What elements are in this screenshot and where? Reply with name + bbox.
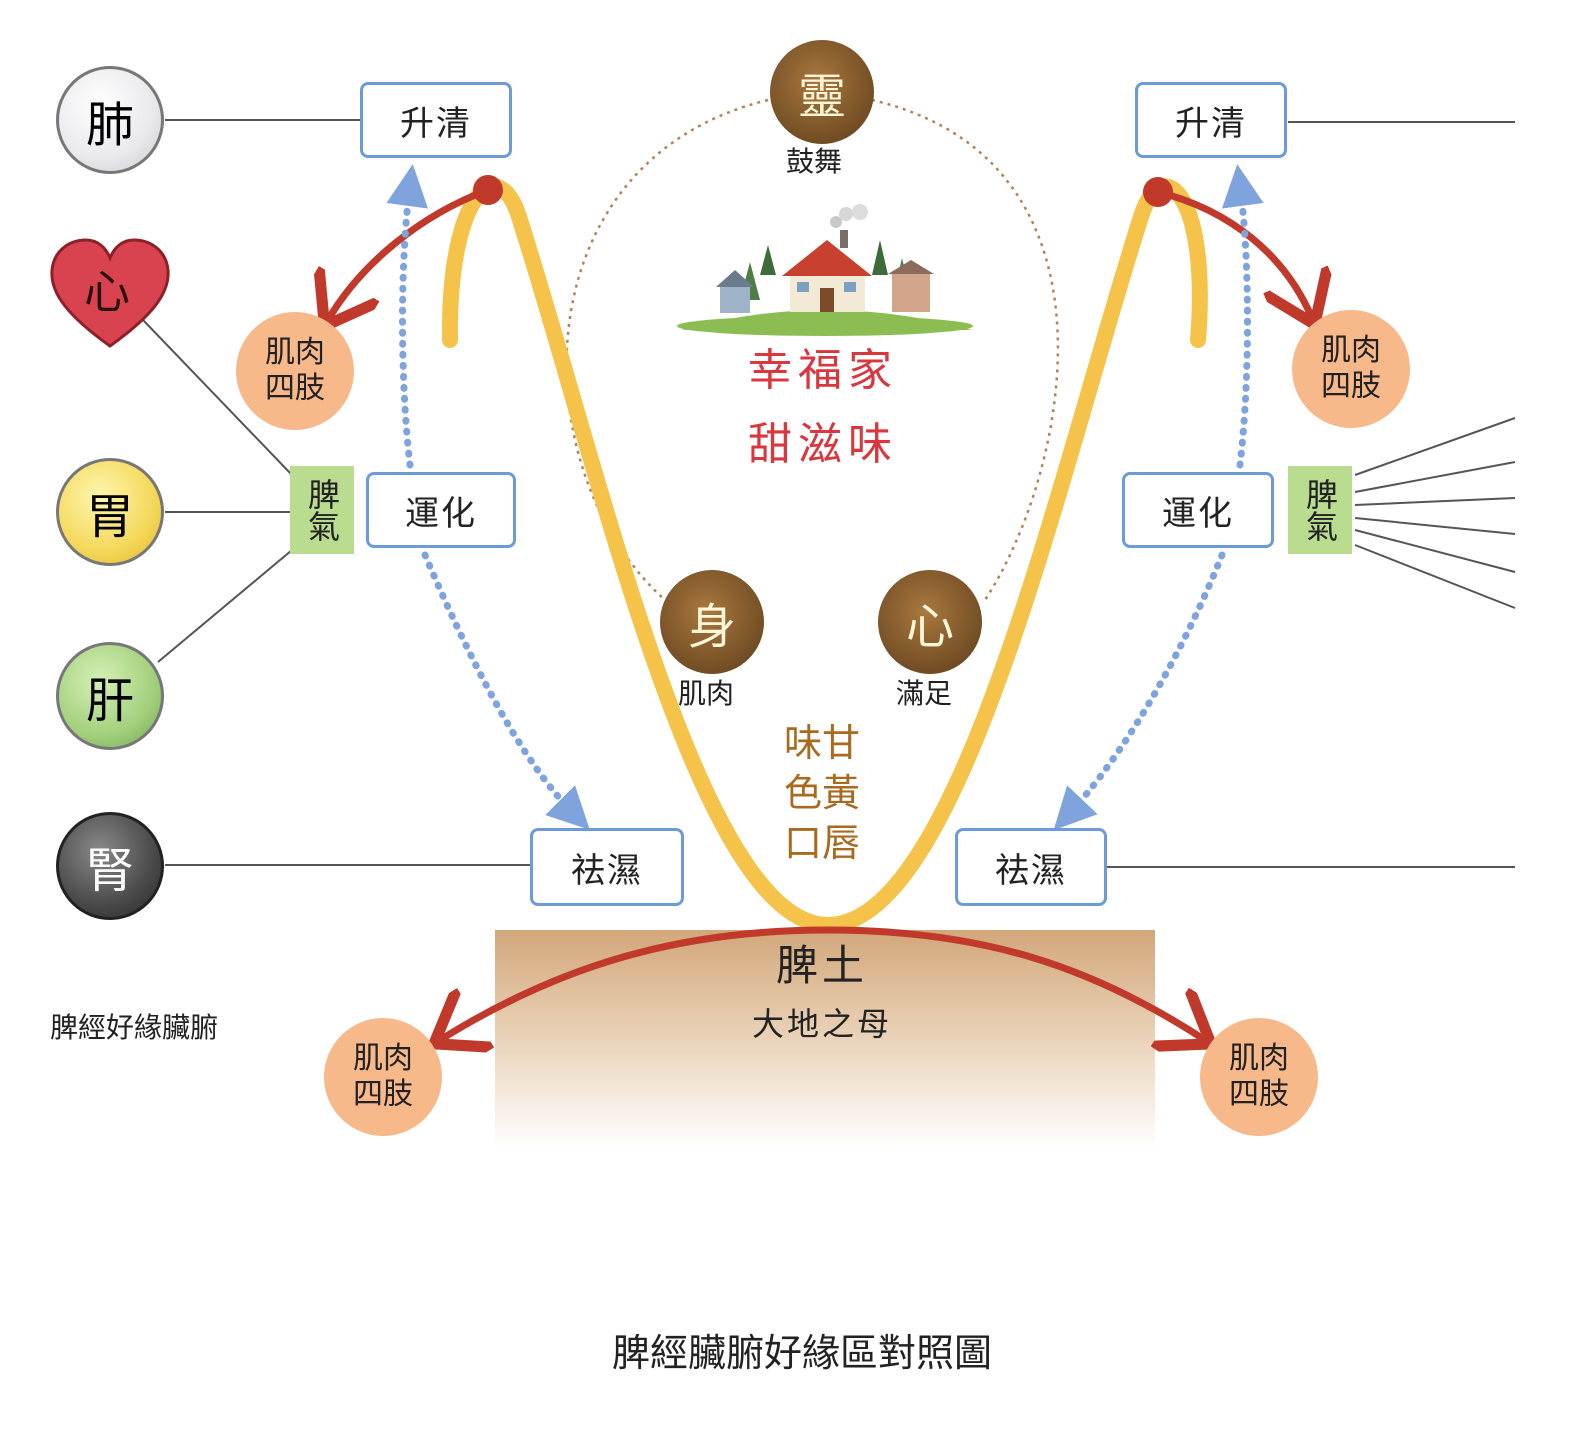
connector-lines: [142, 119, 1516, 868]
family-line1: 幸福家: [748, 345, 898, 396]
left-transform-label: 運化: [405, 493, 477, 534]
stomach-label: 胃: [85, 489, 134, 545]
stomach-circle: 胃: [56, 458, 164, 566]
side-caption: 脾經好緣臟腑: [50, 1011, 219, 1044]
left-transform-box: 運化: [366, 472, 516, 548]
left-lower-limbs-circle: 肌肉 四肢: [324, 1018, 442, 1136]
body-circle: 身: [660, 570, 764, 674]
left-upper-red-arrow: [328, 186, 490, 320]
left-upper-limbs-circle: 肌肉 四肢: [236, 312, 354, 430]
left-upper-limbs-label: 肌肉 四肢: [265, 335, 325, 406]
kidney-label: 腎: [85, 843, 134, 899]
spirit-label: 鼓舞: [786, 145, 843, 178]
left-spleen-qi-label: 脾氣: [303, 478, 341, 542]
lower-left-red-arrow: [440, 926, 829, 1040]
right-dampness-label: 祛濕: [995, 850, 1067, 891]
mouth-label: 口唇: [784, 821, 861, 865]
house-illustration: [677, 204, 973, 336]
right-transform-label: 運化: [1162, 493, 1234, 534]
mind-circle: 心: [878, 570, 982, 674]
spirit-char: 靈: [797, 69, 846, 125]
left-dotted-down-arrow: [421, 551, 590, 830]
lung-label: 肺: [85, 97, 134, 153]
left-dampness-box: 祛濕: [530, 828, 684, 906]
figure-caption: 脾經臟腑好緣區對照圖: [612, 1331, 993, 1375]
liver-circle: 肝: [56, 642, 164, 750]
right-upper-red-arrow: [1157, 188, 1312, 318]
taste-label: 味甘: [784, 721, 861, 765]
heart-shape: 心: [48, 238, 172, 350]
family-line2: 甜滋味: [748, 419, 898, 470]
left-lower-limbs-label: 肌肉 四肢: [353, 1041, 413, 1112]
spirit-circle: 靈: [770, 40, 874, 144]
left-spleen-qi-tag: 脾氣: [290, 466, 354, 554]
lower-right-red-arrow: [827, 926, 1205, 1040]
mind-char: 心: [905, 599, 954, 655]
left-dampness-label: 祛濕: [571, 850, 643, 891]
body-char: 身: [687, 599, 736, 655]
right-transform-box: 運化: [1122, 472, 1274, 548]
right-dotted-up-arrow: [1221, 164, 1264, 469]
heart-label: 心: [84, 265, 130, 319]
earth-ground: [495, 930, 1155, 1150]
right-upper-limbs-circle: 肌肉 四肢: [1292, 310, 1410, 428]
u-curve: [441, 178, 1208, 934]
mind-label: 滿足: [896, 677, 953, 710]
left-ascend-box: 升清: [360, 82, 512, 158]
right-spleen-qi-label: 脾氣: [1301, 478, 1339, 542]
right-lower-limbs-circle: 肌肉 四肢: [1200, 1018, 1318, 1136]
right-dotted-down-arrow: [1053, 551, 1226, 831]
right-dampness-box: 祛濕: [955, 828, 1107, 906]
liver-label: 肝: [85, 673, 134, 729]
lung-circle: 肺: [56, 66, 164, 174]
heart-icon: [50, 238, 170, 348]
right-lower-limbs-label: 肌肉 四肢: [1229, 1041, 1289, 1112]
left-ascend-label: 升清: [400, 103, 472, 144]
body-label: 肌肉: [678, 677, 735, 710]
right-ascend-label: 升清: [1175, 103, 1247, 144]
right-ascend-box: 升清: [1135, 82, 1287, 158]
left-dotted-up-arrow: [386, 164, 429, 469]
earth-subtitle: 大地之母: [752, 1005, 893, 1043]
right-spleen-qi-tag: 脾氣: [1288, 466, 1352, 554]
earth-title: 脾土: [776, 941, 869, 990]
right-upper-limbs-label: 肌肉 四肢: [1321, 333, 1381, 404]
color-label: 色黃: [784, 771, 861, 815]
kidney-circle: 腎: [56, 812, 164, 920]
